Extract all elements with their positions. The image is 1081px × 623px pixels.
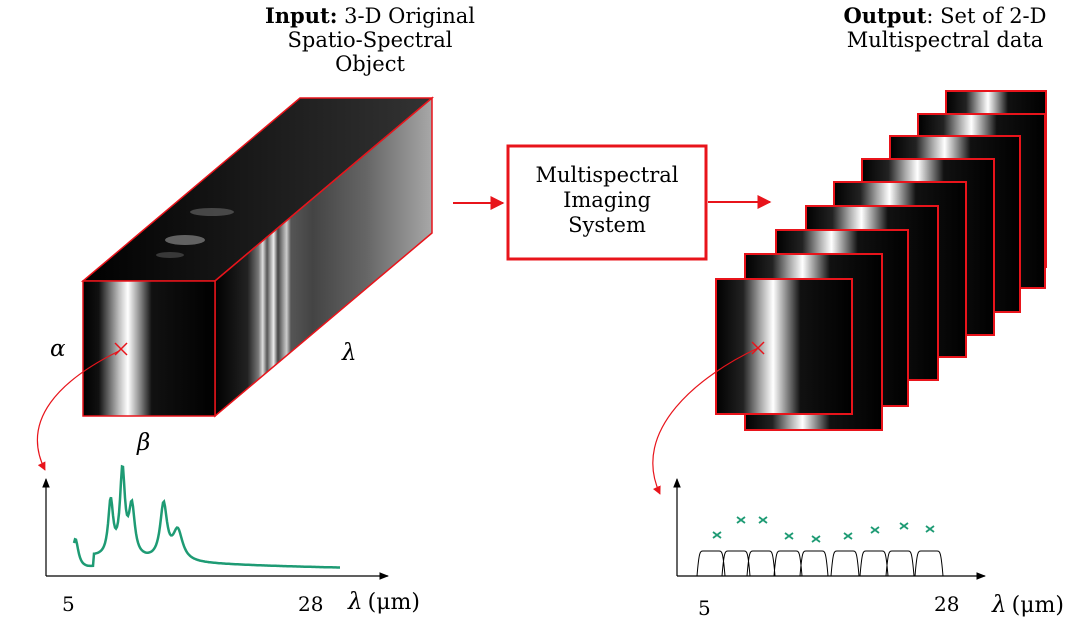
band-marker	[784, 532, 794, 540]
output-curved-arrow	[652, 347, 759, 495]
spatio-spectral-cube	[36, 96, 435, 471]
left-axis-symbol: λ	[348, 589, 363, 615]
right-axis-unit: (μm)	[1011, 593, 1064, 618]
multispectral-markers	[712, 516, 935, 543]
system-label-line1: Multispectral	[535, 163, 679, 187]
beta-label: β	[137, 430, 151, 456]
lambda-label: λ	[342, 340, 357, 366]
frame-stack	[715, 90, 1047, 431]
band-marker	[899, 522, 909, 530]
imaging-system-label: Multispectral Imaging System	[508, 163, 706, 238]
left-axis-unit: (μm)	[367, 590, 420, 615]
spectrum-curved-arrow	[36, 350, 120, 471]
right-tick-max: 28	[934, 592, 960, 616]
input-title: Input: 3-D Original Spatio-Spectral Obje…	[205, 3, 535, 77]
band-marker	[758, 516, 768, 524]
right-tick-min: 5	[698, 596, 711, 620]
output-title-rest: : Set of 2-D	[926, 4, 1047, 28]
band-marker	[843, 532, 853, 540]
spectral-frame-front	[715, 278, 853, 415]
input-title-line2: Spatio-Spectral	[287, 28, 453, 52]
left-spectrum-plot	[42, 464, 389, 580]
output-title: Output: Set of 2-D Multispectral data	[805, 3, 1081, 53]
left-axis-label: λ (μm)	[348, 589, 420, 615]
cube-front-face	[82, 280, 216, 417]
pixel-marker-cross	[114, 342, 128, 356]
system-label-line3: System	[568, 213, 646, 237]
band-marker	[736, 516, 746, 524]
system-label-line2: Imaging	[563, 188, 651, 212]
right-axis-label: λ (μm)	[992, 592, 1064, 618]
band-marker	[712, 531, 722, 539]
alpha-label: α	[50, 336, 66, 362]
right-axis-symbol: λ	[992, 592, 1007, 618]
band-marker	[811, 535, 821, 543]
right-spectrum-plot	[652, 347, 986, 580]
left-tick-min: 5	[62, 592, 75, 616]
band-marker	[925, 525, 935, 533]
input-title-bold: Input:	[264, 3, 338, 28]
cube-top-blob	[190, 208, 234, 216]
cube-top-blob	[156, 252, 184, 258]
left-tick-max: 28	[298, 592, 324, 616]
imaging-system-box	[506, 144, 708, 261]
output-title-line2: Multispectral data	[846, 28, 1044, 52]
cube-top-blob	[165, 235, 205, 245]
filter-response-curves	[696, 550, 944, 577]
output-title-bold: Output	[843, 3, 927, 28]
band-marker	[870, 526, 880, 534]
input-title-line3: Object	[335, 52, 405, 76]
left-spectrum-curve	[72, 464, 340, 569]
input-title-rest: 3-D Original	[337, 4, 476, 28]
